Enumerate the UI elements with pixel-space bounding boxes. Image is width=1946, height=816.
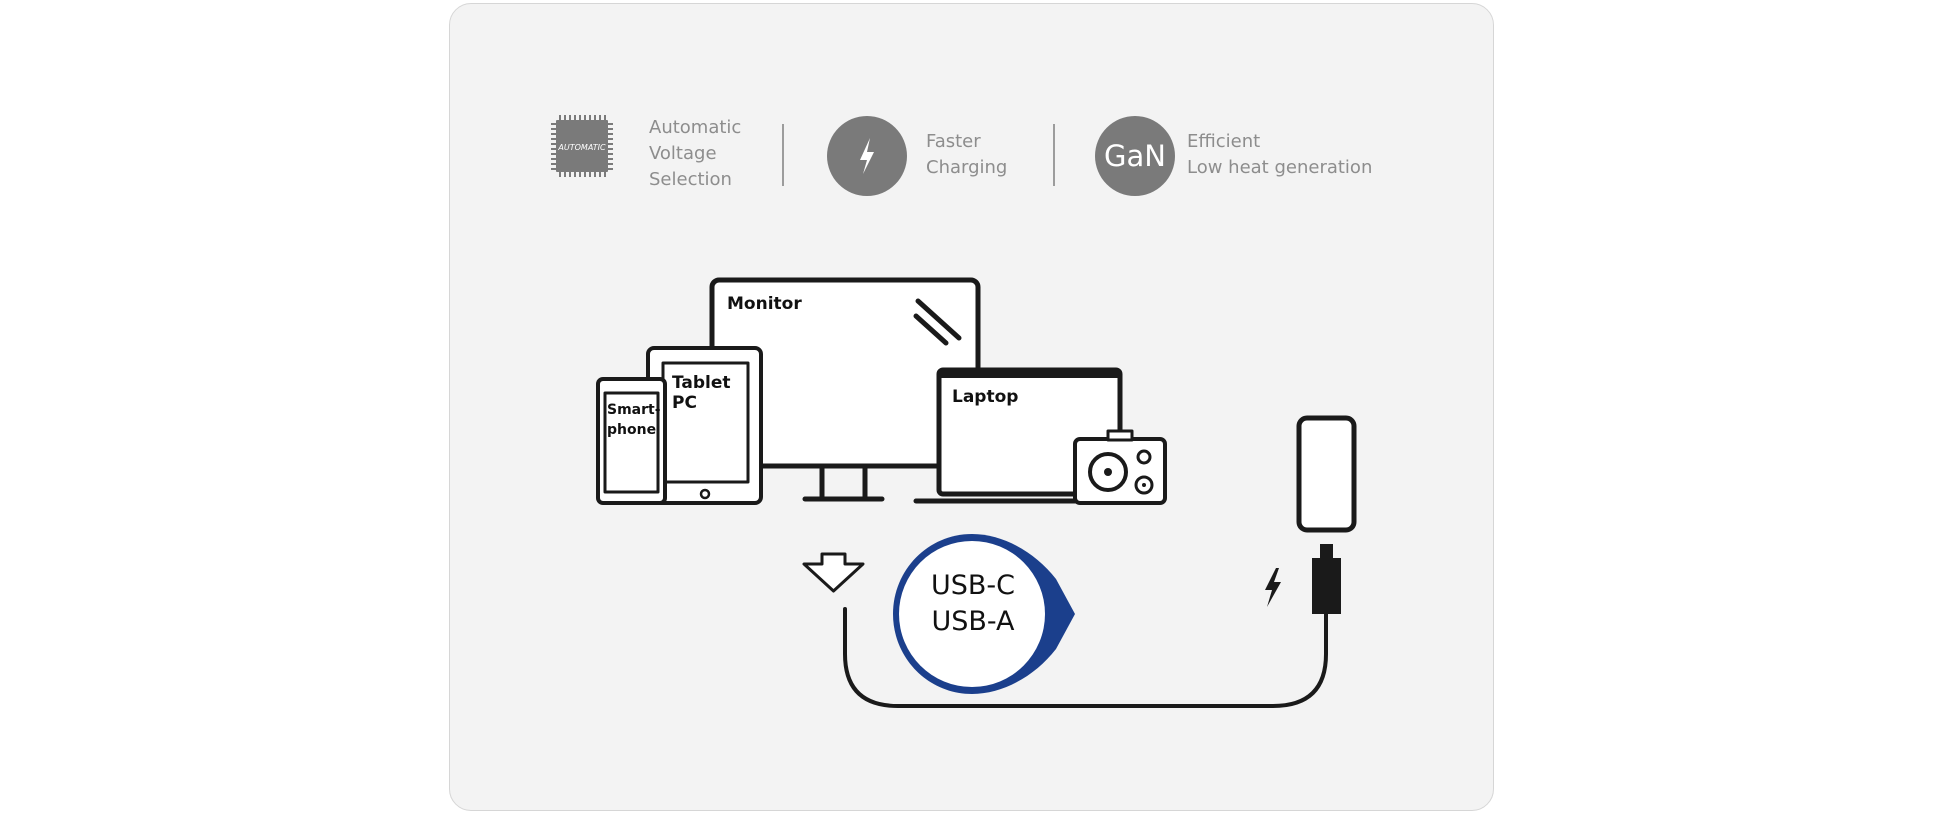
smartphone-illustration [596,377,667,505]
monitor-label: Monitor [727,294,802,314]
usb-c-label: USB-C [931,570,1015,601]
infographic-card: AUTOMATIC Automatic Voltage Selection Fa… [449,3,1494,811]
feature-automatic-voltage-text: Automatic Voltage Selection [649,117,742,190]
tablet-label-line2: PC [672,393,697,413]
lightning-icon [827,116,907,196]
charging-cable [843,607,1328,708]
gan-icon: GaN [1095,116,1175,196]
chip-icon: AUTOMATIC [551,115,613,177]
chip-label: AUTOMATIC [557,143,606,152]
device-charging-diagram: Monitor Laptop Tablet PC Smart- phone US… [596,277,1357,708]
usb-type-badge [893,534,1075,694]
smartphone-label-line1: Smart- [607,402,661,418]
feature-faster-charging-text: Faster Charging [926,131,1008,178]
usb-a-label: USB-A [931,606,1015,637]
powerbank-illustration [1296,415,1357,614]
feature-divider-2 [1053,124,1055,186]
charge-lightning-icon [1265,568,1281,607]
feature-divider-1 [782,124,784,186]
camera-illustration [1073,429,1167,505]
smartphone-label-line2: phone [607,422,656,438]
laptop-label: Laptop [952,387,1018,407]
tablet-illustration [646,346,763,505]
down-arrow-icon [802,552,865,593]
feature-gan-efficient-text: Efficient Low heat generation [1187,131,1373,178]
gan-badge-label: GaN [1104,139,1166,173]
tablet-label-line1: Tablet [672,373,731,393]
